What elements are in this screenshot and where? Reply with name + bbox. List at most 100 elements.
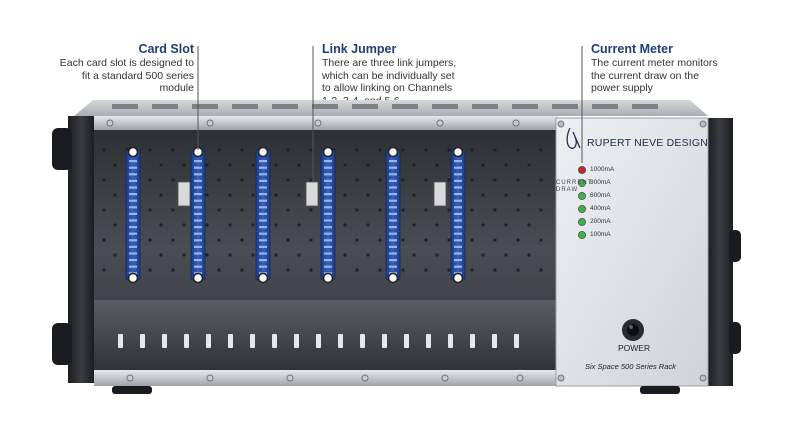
back-hole <box>182 253 186 257</box>
connector-pin <box>194 173 202 176</box>
meter-label: 800mA <box>590 179 611 186</box>
callout-current-meter: Current Meter The current meter monitors… <box>591 42 731 95</box>
floor-slot <box>184 334 189 348</box>
back-hole <box>481 193 485 197</box>
back-hole <box>539 268 543 272</box>
connector-pin <box>194 212 202 215</box>
back-hole <box>527 193 531 197</box>
back-hole <box>447 208 451 212</box>
back-hole <box>274 193 278 197</box>
back-hole <box>412 163 416 167</box>
connector-pin <box>129 212 137 215</box>
back-hole <box>355 208 359 212</box>
connector-pin <box>454 179 462 182</box>
connector-pin <box>324 173 332 176</box>
connector-pin <box>129 160 137 163</box>
back-hole <box>447 238 451 242</box>
back-hole <box>217 178 221 182</box>
back-hole <box>470 208 474 212</box>
connector-pin <box>259 166 267 169</box>
bottom-rail <box>94 370 558 386</box>
back-hole <box>148 268 152 272</box>
rail-screw <box>512 119 520 127</box>
back-hole <box>309 178 313 182</box>
connector-pin <box>324 219 332 222</box>
connector-pin <box>389 179 397 182</box>
connector-pin <box>454 259 462 262</box>
panel-screws <box>557 120 707 382</box>
callout-line: fit a standard 500 series <box>81 69 194 82</box>
back-hole <box>435 253 439 257</box>
back-hole <box>527 163 531 167</box>
card-slot-connector <box>190 146 206 284</box>
back-hole <box>378 268 382 272</box>
callout-line: The current meter monitors <box>591 57 718 69</box>
rail-screw <box>206 374 214 382</box>
back-hole <box>274 253 278 257</box>
back-hole <box>297 163 301 167</box>
back-hole <box>355 268 359 272</box>
back-hole <box>251 253 255 257</box>
connector-pin <box>259 160 267 163</box>
right-handle-bottom <box>729 322 741 354</box>
right-handle-top <box>729 230 741 262</box>
connector-pin <box>454 232 462 235</box>
back-hole <box>355 178 359 182</box>
power-switch[interactable] <box>622 319 644 341</box>
back-hole <box>309 148 313 152</box>
vent-slot <box>112 104 138 109</box>
callout-title: Card Slot <box>138 42 194 56</box>
left-side-panel <box>68 116 94 383</box>
back-hole <box>159 253 163 257</box>
power-label: POWER <box>618 343 651 353</box>
connector-screw-bottom <box>257 272 269 284</box>
connector-pin <box>389 160 397 163</box>
back-hole <box>240 268 244 272</box>
back-hole <box>470 238 474 242</box>
connector-pin <box>454 219 462 222</box>
back-hole <box>504 193 508 197</box>
vent-slot <box>232 104 258 109</box>
connector-pin <box>454 245 462 248</box>
brand-logo-mark <box>566 127 581 149</box>
meter-led <box>578 218 586 226</box>
back-hole <box>493 268 497 272</box>
connector-pin <box>194 219 202 222</box>
back-hole <box>171 148 175 152</box>
rail-screw <box>206 119 214 127</box>
connector-pin <box>129 259 137 262</box>
power-switch-button <box>627 324 639 336</box>
back-hole <box>355 148 359 152</box>
connector-pin <box>129 232 137 235</box>
connector-pin <box>259 265 267 268</box>
vent-slot <box>592 104 618 109</box>
back-hole <box>113 253 117 257</box>
floor-slot <box>228 334 233 348</box>
callout-line: There are three link jumpers, <box>322 57 457 69</box>
connector-screw-top <box>127 146 139 158</box>
back-hole <box>274 223 278 227</box>
floor-slot <box>448 334 453 348</box>
link-jumper <box>433 181 447 207</box>
rail-screws <box>106 119 524 382</box>
connector-pin <box>324 252 332 255</box>
back-hole <box>343 193 347 197</box>
back-hole <box>401 148 405 152</box>
brand-name: RUPERT NEVE DESIGNS <box>587 137 716 149</box>
back-hole <box>171 268 175 272</box>
back-hole <box>470 178 474 182</box>
back-hole <box>343 223 347 227</box>
back-hole <box>401 178 405 182</box>
left-handle-top <box>52 128 72 170</box>
back-hole <box>539 208 543 212</box>
meter-led <box>578 179 586 187</box>
connector-pin <box>129 179 137 182</box>
back-hole <box>481 163 485 167</box>
connector-pin <box>389 212 397 215</box>
meter-led <box>578 192 586 200</box>
connector-pin <box>324 166 332 169</box>
connector-pin <box>324 226 332 229</box>
back-hole <box>205 163 209 167</box>
back-hole <box>401 208 405 212</box>
